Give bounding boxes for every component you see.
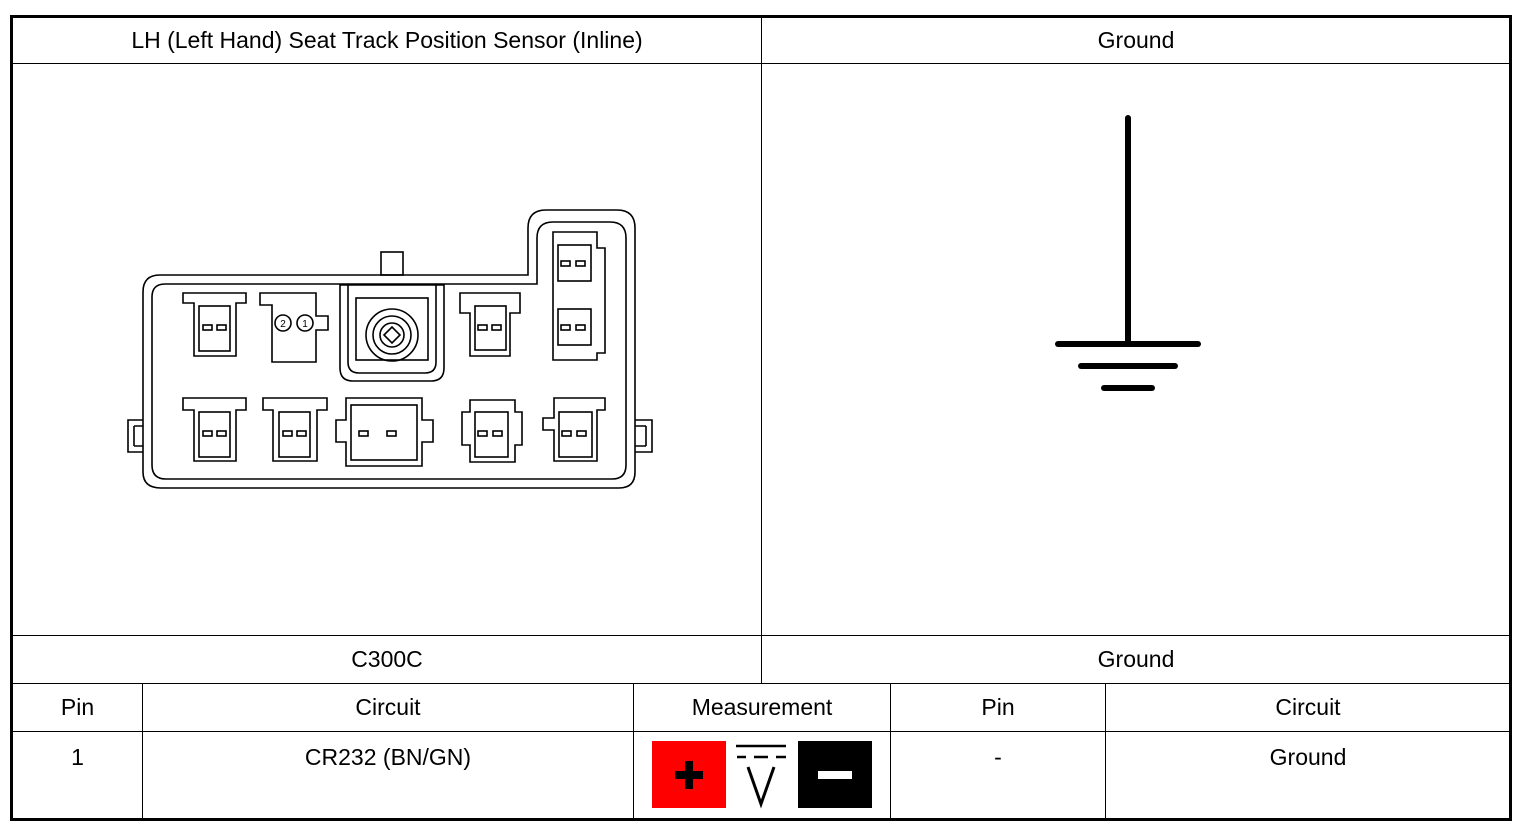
row-1-pin-2: - bbox=[994, 744, 1002, 770]
left-connector-id: C300C bbox=[351, 646, 423, 672]
cavity-bottom-4 bbox=[461, 399, 523, 463]
right-connector-id: Ground bbox=[1097, 646, 1175, 672]
pin-label-1: 1 bbox=[302, 319, 308, 330]
row-1-circuit: CR232 (BN/GN) bbox=[304, 744, 472, 770]
header-circuit: Circuit bbox=[355, 694, 421, 720]
table-header-divider bbox=[12, 731, 1510, 732]
table-col-divider-1 bbox=[142, 684, 143, 818]
ground-symbol-icon bbox=[1055, 115, 1201, 391]
upper-column-divider bbox=[761, 17, 762, 684]
diagram-frame bbox=[10, 15, 1512, 821]
header-pin: Pin bbox=[60, 694, 95, 720]
row-1-circuit-2: Ground bbox=[1269, 744, 1347, 770]
cavity-tower-upper bbox=[552, 231, 606, 361]
header-pin-2: Pin bbox=[981, 694, 1015, 720]
right-header: Ground bbox=[1097, 27, 1175, 53]
connector-housing-outline bbox=[142, 209, 636, 489]
cavity-top-1 bbox=[182, 292, 247, 357]
cavity-bottom-wide bbox=[335, 397, 434, 467]
table-col-divider-4 bbox=[1105, 684, 1106, 818]
minus-probe-icon bbox=[798, 741, 872, 808]
header-measurement: Measurement bbox=[691, 694, 833, 720]
plus-probe-icon bbox=[652, 741, 726, 808]
connector-face-diagram: 2 1 bbox=[127, 209, 653, 489]
left-header: LH (Left Hand) Seat Track Position Senso… bbox=[131, 27, 643, 53]
cavity-center-round bbox=[339, 284, 445, 382]
dc-voltage-icon bbox=[736, 744, 786, 809]
cavity-bottom-5 bbox=[542, 397, 606, 462]
cavity-bottom-1 bbox=[182, 397, 247, 462]
row-1-pin: 1 bbox=[71, 744, 84, 770]
cavity-pins-2-1 bbox=[259, 292, 329, 363]
pin-label-2: 2 bbox=[280, 319, 286, 330]
header-circuit-2: Circuit bbox=[1275, 694, 1341, 720]
table-col-divider-3 bbox=[890, 684, 891, 818]
cavity-top-4 bbox=[459, 292, 521, 357]
table-col-divider-2 bbox=[633, 684, 634, 818]
cavity-bottom-2 bbox=[262, 397, 328, 462]
